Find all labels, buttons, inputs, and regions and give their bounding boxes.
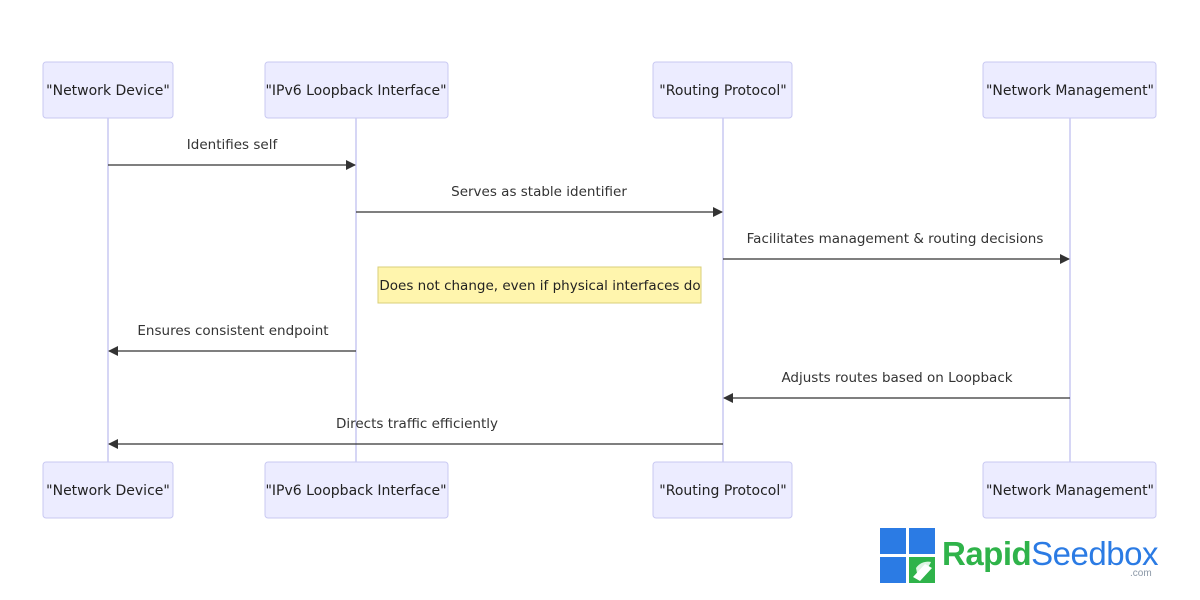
actor-network-device-top[interactable]: "Network Device" bbox=[42, 61, 174, 119]
actor-label: "Routing Protocol" bbox=[659, 483, 786, 499]
message-adjusts-routes: Adjusts routes based on Loopback bbox=[723, 370, 1070, 403]
actor-network-management-top[interactable]: "Network Management" bbox=[982, 61, 1157, 119]
actor-ipv6-loopback-bottom[interactable]: "IPv6 Loopback Interface" bbox=[264, 461, 449, 519]
actor-label: "Network Management" bbox=[986, 83, 1154, 99]
logo-word-rapid: Rapid bbox=[942, 535, 1032, 572]
message-identifies-self: Identifies self bbox=[108, 137, 356, 170]
message-label: Adjusts routes based on Loopback bbox=[781, 370, 1012, 386]
logo-wordmark: RapidSeedbox bbox=[942, 534, 1158, 574]
rapidseedbox-logo: RapidSeedbox .com bbox=[880, 528, 1170, 588]
actor-label: "IPv6 Loopback Interface" bbox=[265, 83, 446, 99]
actor-label: "Routing Protocol" bbox=[659, 83, 786, 99]
lifelines bbox=[107, 118, 1071, 462]
message-label: Facilitates management & routing decisio… bbox=[747, 231, 1044, 247]
note-text: Does not change, even if physical interf… bbox=[379, 278, 700, 294]
actor-routing-protocol-top[interactable]: "Routing Protocol" bbox=[652, 61, 793, 119]
actor-ipv6-loopback-top[interactable]: "IPv6 Loopback Interface" bbox=[264, 61, 449, 119]
actor-label: "Network Device" bbox=[46, 83, 170, 99]
message-facilitates-management: Facilitates management & routing decisio… bbox=[723, 231, 1070, 264]
actor-label: "Network Device" bbox=[46, 483, 170, 499]
message-directs-traffic: Directs traffic efficiently bbox=[108, 416, 723, 449]
actor-label: "Network Management" bbox=[986, 483, 1154, 499]
logo-word-seedbox: Seedbox bbox=[1031, 535, 1158, 572]
message-label: Identifies self bbox=[187, 137, 279, 153]
actor-routing-protocol-bottom[interactable]: "Routing Protocol" bbox=[652, 461, 793, 519]
seedbox-grid-icon bbox=[880, 528, 935, 583]
logo-suffix: .com bbox=[1130, 568, 1152, 579]
message-label: Ensures consistent endpoint bbox=[137, 323, 328, 339]
actor-network-device-bottom[interactable]: "Network Device" bbox=[42, 461, 174, 519]
message-stable-identifier: Serves as stable identifier bbox=[356, 184, 723, 217]
message-label: Directs traffic efficiently bbox=[336, 416, 498, 432]
message-label: Serves as stable identifier bbox=[451, 184, 627, 200]
actor-network-management-bottom[interactable]: "Network Management" bbox=[982, 461, 1157, 519]
note: Does not change, even if physical interf… bbox=[377, 266, 702, 304]
actor-label: "IPv6 Loopback Interface" bbox=[265, 483, 446, 499]
message-consistent-endpoint: Ensures consistent endpoint bbox=[108, 323, 356, 356]
